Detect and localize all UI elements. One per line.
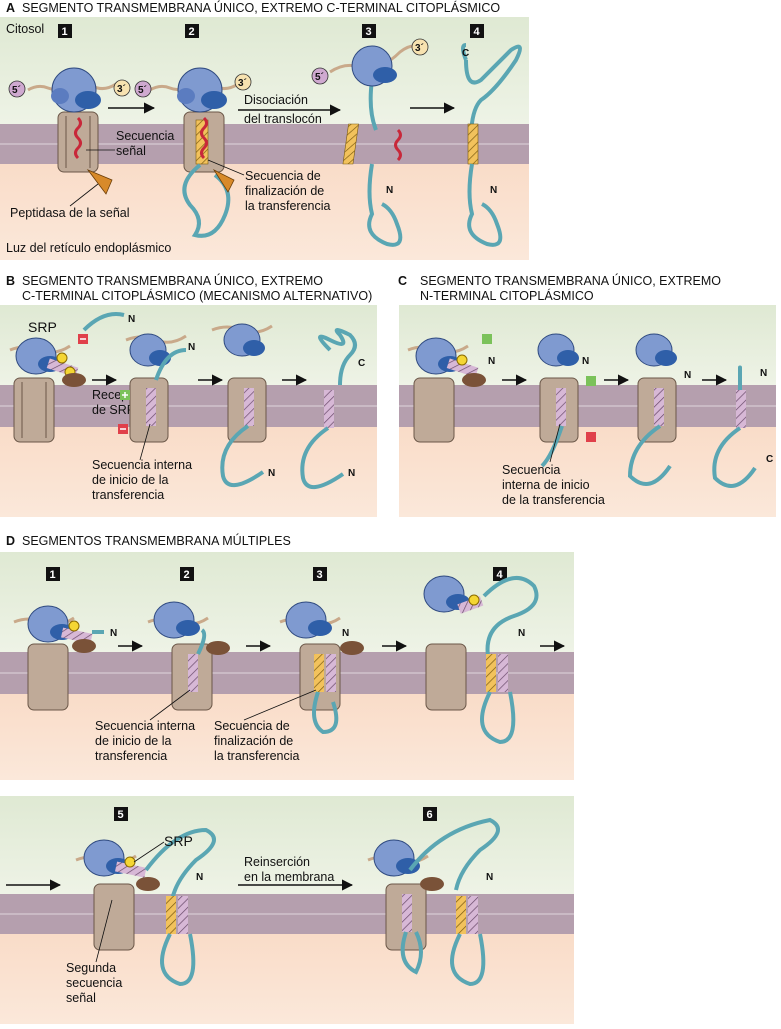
step-badge: 1 <box>46 567 60 581</box>
three-prime-label: 3´ <box>117 84 126 95</box>
step-b2: N <box>118 333 195 443</box>
five-prime-label: 5´ <box>12 85 21 96</box>
svg-text:C: C <box>358 358 365 369</box>
step-badge: 2 <box>185 24 199 38</box>
step-badge: 4 <box>470 24 484 38</box>
svg-text:4: 4 <box>474 26 481 38</box>
cytosol-label: Citosol <box>6 22 44 36</box>
step-badge: 2 <box>180 567 194 581</box>
panel-a: A SEGMENTO TRANSMEMBRANA ÚNICO, EXTREMO … <box>0 0 529 260</box>
step-badge: 1 <box>58 24 72 38</box>
step-c4: N C <box>712 365 773 488</box>
svg-text:N: N <box>684 370 691 381</box>
svg-text:3´: 3´ <box>238 78 247 89</box>
step-b3: N <box>211 323 275 487</box>
svg-text:N: N <box>128 314 135 325</box>
step-badge: 4 <box>493 567 507 581</box>
step-c2: N <box>537 333 596 468</box>
svg-text:2: 2 <box>184 569 190 581</box>
panel-d: D SEGMENTOS TRANSMEMBRANA MÚLTIPLES 1 2 … <box>0 533 574 1024</box>
svg-text:5´: 5´ <box>138 85 147 96</box>
step-d5: N <box>75 827 216 987</box>
srp-label-d: SRP <box>164 833 193 849</box>
step-b1: N <box>9 312 135 443</box>
svg-text:D: D <box>6 534 15 548</box>
svg-text:1: 1 <box>50 569 56 581</box>
step-d6: N <box>367 817 500 987</box>
svg-text:N: N <box>582 356 589 367</box>
step-d2 <box>147 601 230 711</box>
svg-text:N: N <box>518 628 525 639</box>
panel-a-letter: A <box>6 1 15 15</box>
svg-text:5´: 5´ <box>315 72 324 83</box>
svg-text:6: 6 <box>427 809 433 821</box>
svg-text:N: N <box>760 368 767 379</box>
svg-text:C: C <box>766 454 773 465</box>
svg-text:N: N <box>490 185 497 196</box>
step-badge: 6 <box>423 807 437 821</box>
svg-text:N: N <box>110 628 117 639</box>
step-c1: N <box>407 334 495 443</box>
svg-text:N: N <box>348 468 355 479</box>
svg-text:N: N <box>488 356 495 367</box>
step-badge: 3 <box>362 24 376 38</box>
step-d1: N <box>13 605 117 711</box>
svg-text:5: 5 <box>118 809 124 821</box>
svg-text:2: 2 <box>189 26 195 38</box>
panel-a-title: SEGMENTO TRANSMEMBRANA ÚNICO, EXTREMO C-… <box>22 0 500 15</box>
step-a4: C N <box>461 43 522 247</box>
svg-text:C: C <box>398 274 407 288</box>
svg-text:N: N <box>268 468 275 479</box>
panel-d-title: SEGMENTOS TRANSMEMBRANA MÚLTIPLES <box>22 533 291 548</box>
svg-text:3: 3 <box>366 26 372 38</box>
step-badge: 3 <box>313 567 327 581</box>
peptidase-label: Peptidasa de la señal <box>10 206 130 220</box>
lumen-label: Luz del retículo endoplásmico <box>6 241 171 255</box>
svg-text:N: N <box>196 872 203 883</box>
svg-text:N: N <box>342 628 349 639</box>
svg-text:B: B <box>6 274 15 288</box>
step-b4: C N <box>300 328 365 489</box>
step-d4: N <box>423 575 539 745</box>
svg-text:1: 1 <box>62 26 68 38</box>
svg-text:4: 4 <box>497 569 504 581</box>
step-a3: 5´ 3´ N <box>311 38 429 247</box>
step-a1: 5´ 3´ <box>8 67 131 195</box>
svg-text:3´: 3´ <box>415 43 424 54</box>
step-d3: N <box>279 601 364 735</box>
step-c3: N <box>627 333 691 486</box>
step-badge: 5 <box>114 807 128 821</box>
svg-text:N: N <box>188 342 195 353</box>
svg-text:3: 3 <box>317 569 323 581</box>
svg-text:N: N <box>486 872 493 883</box>
svg-text:C: C <box>462 48 469 59</box>
srp-label: SRP <box>28 319 57 335</box>
svg-text:N: N <box>386 185 393 196</box>
step-a2: 5´ 3´ <box>134 67 252 238</box>
